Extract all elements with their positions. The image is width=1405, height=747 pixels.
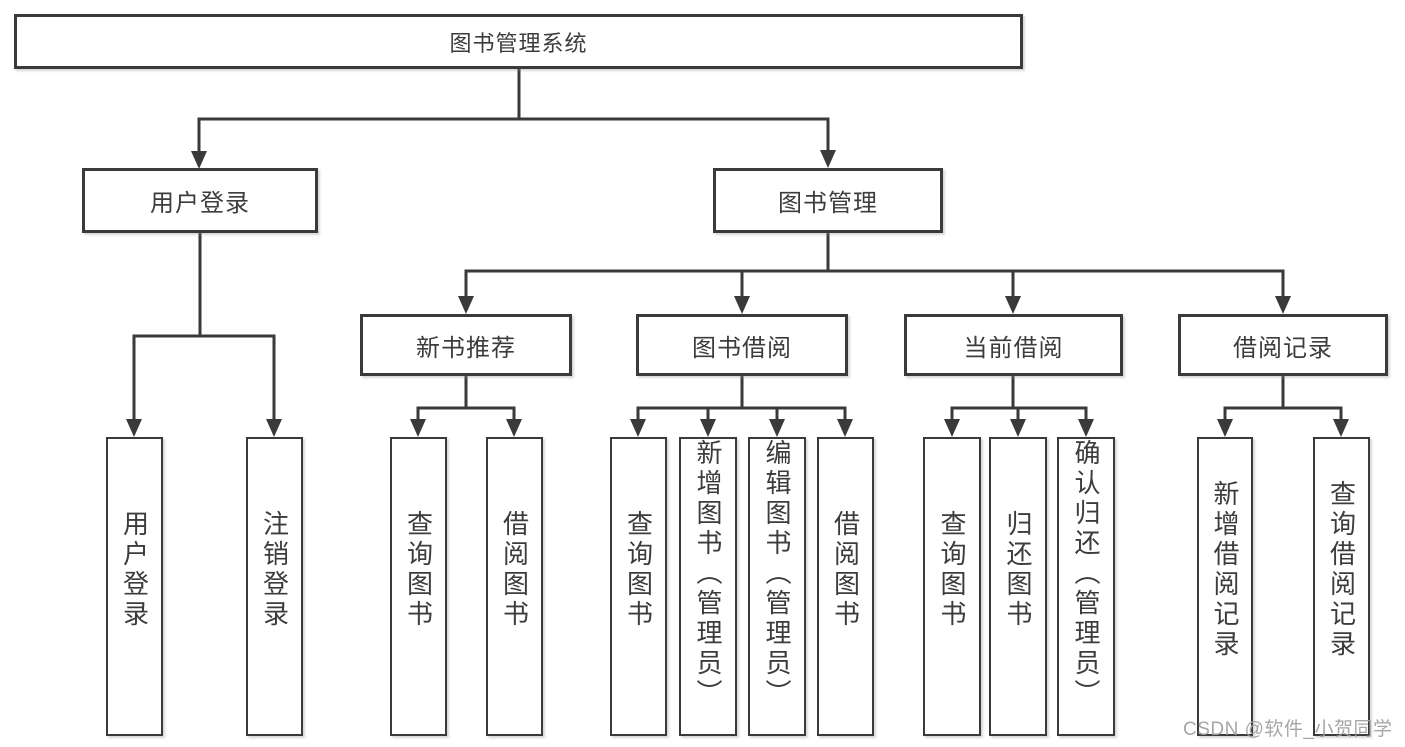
leaf-add-borrow-record-label: 新增借阅记录 — [1210, 479, 1240, 660]
leaf-edit-books-admin: 编辑图书（管理员） — [748, 437, 806, 736]
leaf-query-borrow-record-label: 查询借阅记录 — [1326, 479, 1357, 660]
leaf-query-books-current: 查询图书 — [923, 437, 981, 736]
leaf-query-books-current-label: 查询图书 — [937, 509, 967, 630]
leaf-logout-label: 注销登录 — [259, 509, 290, 630]
leaf-return-books: 归还图书 — [989, 437, 1047, 736]
leaf-borrow-books-recommend-label: 借阅图书 — [499, 509, 530, 630]
watermark: CSDN @软件_小贺同学 — [1183, 719, 1393, 740]
leaf-add-borrow-record: 新增借阅记录 — [1197, 437, 1253, 736]
leaf-return-books-label: 归还图书 — [1003, 509, 1033, 630]
leaf-user-login-label: 用户登录 — [119, 509, 150, 630]
leaf-add-books-admin-label: 新增图书（管理员） — [693, 439, 723, 709]
leaf-query-books-borrow-label: 查询图书 — [623, 509, 654, 630]
node-new-book-recommend: 新书推荐 — [360, 314, 572, 376]
connector-new-book-recommend — [410, 374, 522, 437]
connector-book-management — [458, 231, 1291, 314]
leaf-user-login: 用户登录 — [106, 437, 163, 736]
connector-book-borrow — [630, 374, 853, 437]
leaf-query-borrow-record: 查询借阅记录 — [1313, 437, 1370, 736]
connector-root — [191, 67, 836, 169]
connector-current-borrow — [944, 374, 1094, 437]
leaf-query-books-borrow: 查询图书 — [610, 437, 667, 736]
leaf-query-books-recommend: 查询图书 — [390, 437, 447, 736]
node-user-login: 用户登录 — [82, 168, 318, 233]
node-borrow-records: 借阅记录 — [1178, 314, 1388, 376]
node-current-borrow: 当前借阅 — [904, 314, 1123, 376]
leaf-borrow-books-label: 借阅图书 — [830, 509, 861, 630]
leaf-borrow-books: 借阅图书 — [817, 437, 874, 736]
leaf-confirm-return-admin-label: 确认归还（管理员） — [1071, 439, 1101, 709]
leaf-query-books-recommend-label: 查询图书 — [403, 509, 434, 630]
node-library-management-system: 图书管理系统 — [14, 14, 1023, 69]
node-book-management: 图书管理 — [713, 168, 943, 233]
leaf-add-books-admin: 新增图书（管理员） — [679, 437, 737, 736]
connector-user-login — [126, 231, 282, 437]
leaf-borrow-books-recommend: 借阅图书 — [486, 437, 543, 736]
leaf-logout: 注销登录 — [246, 437, 303, 736]
connector-borrow-records — [1217, 374, 1349, 437]
node-book-borrow: 图书借阅 — [636, 314, 848, 376]
leaf-confirm-return-admin: 确认归还（管理员） — [1057, 437, 1115, 736]
leaf-edit-books-admin-label: 编辑图书（管理员） — [762, 439, 792, 709]
